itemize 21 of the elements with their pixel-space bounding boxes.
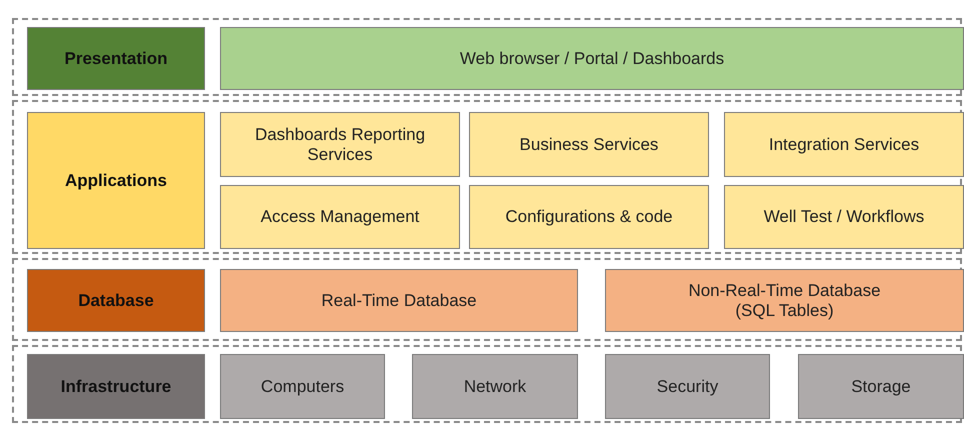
component-box: Computers [220,354,385,419]
component-box: Security [605,354,770,419]
layer-band [12,18,962,96]
layer-band [12,258,962,341]
layer-band [12,100,962,254]
component-box: Business Services [469,112,709,177]
layer-band [12,345,962,423]
component-box: Integration Services [724,112,964,177]
layer-title-box: Presentation [27,27,205,90]
component-box: Non-Real-Time Database (SQL Tables) [605,269,964,332]
layer-title-box: Infrastructure [27,354,205,419]
component-box: Real-Time Database [220,269,578,332]
component-box: Dashboards Reporting Services [220,112,460,177]
layer-title-box: Database [27,269,205,332]
component-box: Storage [798,354,964,419]
component-box: Access Management [220,185,460,249]
component-box: Configurations & code [469,185,709,249]
component-box: Web browser / Portal / Dashboards [220,27,964,90]
layer-title-box: Applications [27,112,205,249]
component-box: Network [412,354,578,419]
component-box: Well Test / Workflows [724,185,964,249]
